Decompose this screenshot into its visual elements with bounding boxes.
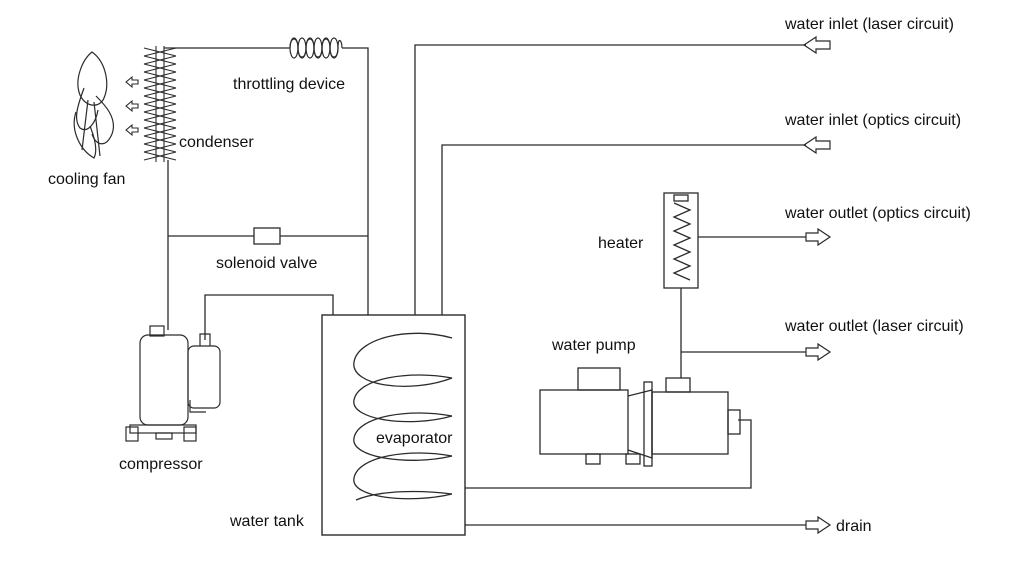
label-evaporator: evaporator [376,430,453,447]
water-piping [414,44,806,526]
arrow-drain-icon [805,515,832,535]
compressor-icon [125,325,221,442]
label-water-outlet-laser: water outlet (laser circuit) [785,318,964,335]
label-water-inlet-laser: water inlet (laser circuit) [785,16,954,33]
label-condenser: condenser [179,134,254,151]
arrow-water-inlet-optics-icon [802,135,831,155]
throttling-device-icon [289,37,343,59]
label-heater: heater [598,235,644,252]
label-drain: drain [836,518,872,535]
cooling-fan-icon [73,51,114,159]
water-pump-icon [539,367,741,467]
heater-icon [663,192,699,289]
arrow-water-inlet-laser-icon [802,35,831,55]
airflow-arrows-icon [125,75,139,137]
arrow-water-outlet-laser-icon [805,342,832,362]
label-water-tank: water tank [230,513,304,530]
label-water-pump: water pump [552,337,636,354]
label-compressor: compressor [119,456,203,473]
condenser-coil-icon [143,46,177,162]
refrigerant-piping [164,47,369,340]
label-water-outlet-optics: water outlet (optics circuit) [785,205,971,222]
label-cooling-fan: cooling fan [48,171,126,188]
label-solenoid-valve: solenoid valve [216,255,318,272]
water-tank-icon [321,314,466,536]
evaporator-coil-icon [353,332,453,501]
label-water-inlet-optics: water inlet (optics circuit) [785,112,962,129]
solenoid-valve-icon [253,227,281,245]
label-throttling-device: throttling device [233,76,346,93]
arrow-water-outlet-optics-icon [805,227,832,247]
